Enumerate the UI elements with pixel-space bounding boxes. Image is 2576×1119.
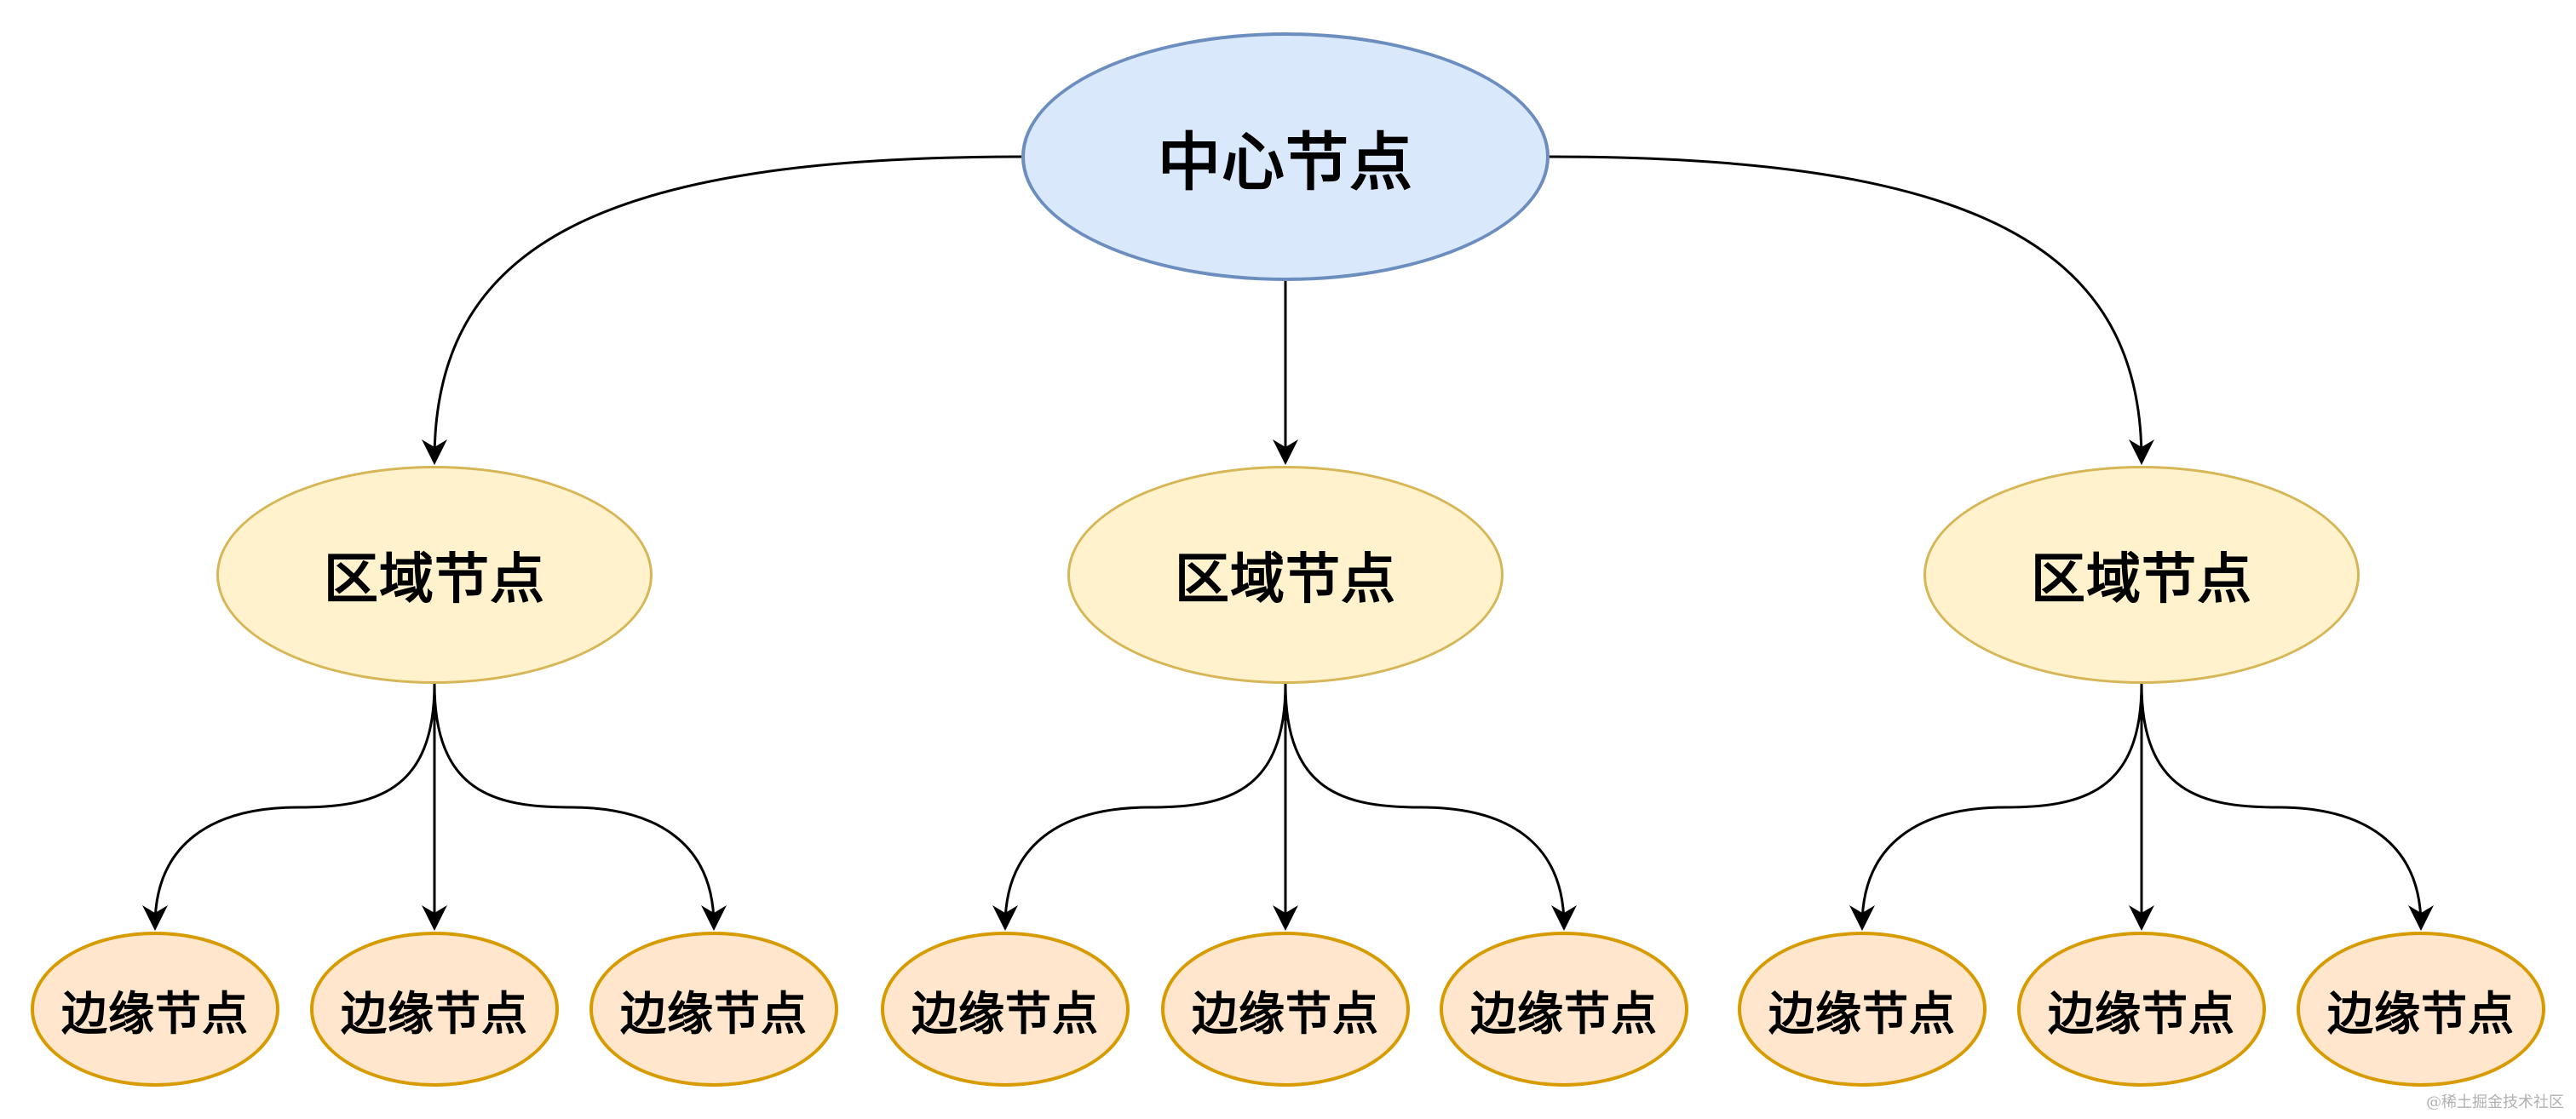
region-node-2[interactable]: 区域节点: [1067, 466, 1504, 684]
edge-node-4[interactable]: 边缘节点: [881, 932, 1130, 1087]
connector-region-3-to-edge-9: [2140, 683, 2434, 931]
edge-node-label: 边缘节点: [2048, 986, 2235, 1041]
edge-node-label: 边缘节点: [2327, 986, 2515, 1041]
connector-region-1-to-edge-3: [433, 683, 727, 931]
edge-node-8[interactable]: 边缘节点: [2017, 932, 2266, 1087]
edge-node-2[interactable]: 边缘节点: [310, 932, 559, 1087]
region-node-1[interactable]: 区域节点: [216, 466, 653, 684]
connector-region-1-to-edge-1: [142, 683, 436, 931]
region-node-label: 区域节点: [1175, 548, 1396, 611]
connector-region-2-to-edge-6: [1284, 683, 1577, 931]
edge-node-label: 边缘节点: [61, 986, 249, 1041]
edge-node-label: 边缘节点: [1470, 986, 1658, 1041]
edge-node-label: 边缘节点: [341, 986, 528, 1041]
edge-node-6[interactable]: 边缘节点: [1440, 932, 1688, 1087]
edge-node-1[interactable]: 边缘节点: [31, 932, 279, 1087]
edge-node-7[interactable]: 边缘节点: [1738, 932, 1987, 1087]
edge-node-label: 边缘节点: [1192, 986, 1379, 1041]
watermark: @稀土掘金技术社区: [2426, 1093, 2564, 1111]
center-node[interactable]: 中心节点: [1021, 32, 1550, 281]
center-node-label: 中心节点: [1158, 125, 1413, 199]
edge-node-label: 边缘节点: [1768, 986, 1956, 1041]
region-node-label: 区域节点: [2031, 548, 2252, 611]
connector-region-3-to-edge-7: [1849, 683, 2143, 931]
edge-node-label: 边缘节点: [911, 986, 1099, 1041]
region-node-3[interactable]: 区域节点: [1923, 466, 2360, 684]
region-node-label: 区域节点: [324, 548, 545, 611]
connector-region-2-to-edge-4: [992, 683, 1287, 931]
edge-node-5[interactable]: 边缘节点: [1161, 932, 1410, 1087]
edge-node-label: 边缘节点: [620, 986, 808, 1041]
edge-node-3[interactable]: 边缘节点: [589, 932, 838, 1087]
connector-center-to-region-1: [422, 155, 1022, 465]
edge-node-9[interactable]: 边缘节点: [2297, 932, 2545, 1087]
connector-center-to-region-3: [1549, 155, 2154, 465]
